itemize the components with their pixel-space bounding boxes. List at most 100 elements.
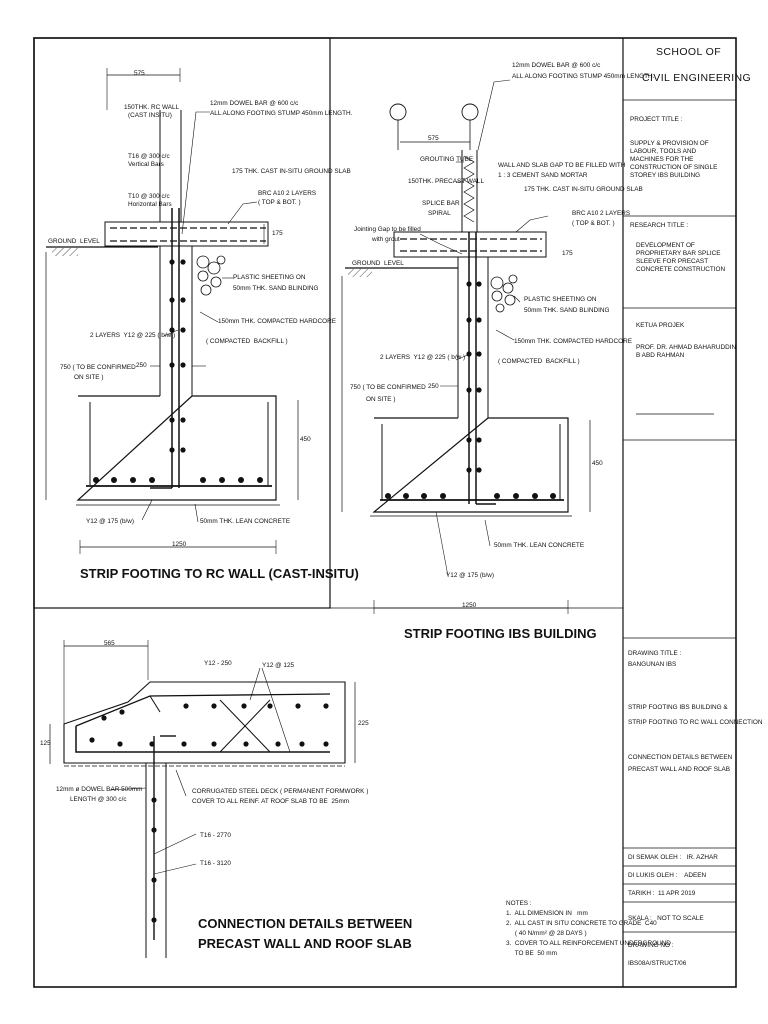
- roof-detail-title: CONNECTION DETAILS BETWEEN: [198, 916, 413, 931]
- research-title-line: PROPRIETARY BAR SPLICE: [636, 250, 721, 257]
- ibs-dim-250: 250: [428, 383, 439, 390]
- ibs-backfill-label: ( COMPACTED BACKFILL ): [498, 358, 580, 365]
- tarikh: TARIKH : 11 APR 2019: [628, 890, 696, 897]
- ibs-layers-label: 2 LAYERS Y12 @ 225 ( b/w ): [380, 354, 466, 361]
- ibs-detail-title: STRIP FOOTING IBS BUILDING: [404, 626, 597, 641]
- ibs-slab-label: 175 THK. CAST IN-SITU GROUND SLAB: [524, 186, 643, 193]
- ibs-splice-label: SPIRAL: [428, 210, 451, 217]
- drawing-no-label: DRAWING NO :: [628, 942, 674, 949]
- roof-dowel-label: 12mm ø DOWEL BAR 500mm: [56, 786, 143, 793]
- ibs-jointing-label: with grout: [372, 236, 400, 243]
- rc-dim-175: 175: [272, 230, 283, 237]
- ibs-plastic-label: PLASTIC SHEETING ON: [524, 296, 597, 303]
- disemak-oleh: DI SEMAK OLEH : IR. AZHAR: [628, 854, 718, 861]
- rc-detail-title: STRIP FOOTING TO RC WALL (CAST-INSITU): [80, 566, 359, 581]
- ibs-ground-level: GROUND LEVEL: [352, 260, 404, 267]
- research-title-line: CONCRETE CONSTRUCTION: [636, 266, 726, 273]
- notes-line: 2. ALL CAST IN SITU CONCRETE TO GRADE C4…: [506, 920, 657, 927]
- roof-y12-125: Y12 @ 125: [262, 662, 295, 669]
- rc-dowel-label: 12mm DOWEL BAR @ 600 c/c: [210, 100, 299, 107]
- rc-dim-250: 250: [136, 362, 147, 369]
- research-title-line: DEVELOPMENT OF: [636, 242, 695, 249]
- drawing-title-line: PRECAST WALL AND ROOF SLAB: [628, 766, 731, 773]
- roof-dim-225: 225: [358, 720, 369, 727]
- drawing-title-label: DRAWING TITLE :: [628, 650, 682, 657]
- roof-detail-title: PRECAST WALL AND ROOF SLAB: [198, 936, 412, 951]
- ibs-depth-label: ON SITE ): [366, 396, 396, 403]
- rc-dim-450: 450: [300, 436, 311, 443]
- ibs-dowel-label: 12mm DOWEL BAR @ 600 c/c: [512, 62, 601, 69]
- rc-t16-label: Vertical Bars: [128, 161, 164, 168]
- ibs-gap-label: 1 : 3 CEMENT SAND MORTAR: [498, 172, 588, 179]
- rc-backfill-label: ( COMPACTED BACKFILL ): [206, 338, 288, 345]
- ibs-dim-575: 575: [428, 135, 439, 142]
- ketua-line: PROF. DR. AHMAD BAHARUDDIN: [636, 344, 737, 351]
- project-title-line: CONSTRUCTION OF SINGLE: [630, 164, 718, 171]
- roof-slab-drawing: [49, 640, 356, 958]
- ibs-dowel-label: ALL ALONG FOOTING STUMP 450mm LENGTH.: [512, 73, 655, 80]
- ibs-grouting-label: GROUTING TUBE: [420, 156, 474, 163]
- rc-rebar-dots: [93, 259, 263, 483]
- title-block-grid: [623, 99, 736, 933]
- school-line-2: CIVIL ENGINEERING: [642, 72, 752, 84]
- rc-depth-label: 750 ( TO BE CONFIRMED: [60, 364, 136, 371]
- ibs-precast-label: 150THK. PRECAST WALL: [408, 178, 485, 185]
- drawing-title-line: STRIP FOOTING IBS BUILDING &: [628, 704, 728, 711]
- school-line-1: SCHOOL OF: [656, 46, 722, 58]
- notes-line: ( 40 N/mm² @ 28 DAYS ): [506, 930, 587, 937]
- rc-plastic-label: 50mm THK. SAND BLINDING: [233, 285, 319, 292]
- roof-rebar-dots: [89, 703, 329, 923]
- drawing-title-line: BANGUNAN IBS: [628, 661, 677, 668]
- project-title-line: SUPPLY & PROVISION OF: [630, 140, 709, 147]
- rc-dim-1250: 1250: [172, 541, 187, 548]
- notes-line: TO BE 50 mm: [506, 950, 557, 957]
- roof-y12-250: Y12 - 250: [204, 660, 232, 667]
- ibs-rebar-dots: [385, 281, 556, 499]
- roof-dim-125: 125: [40, 740, 51, 747]
- rc-t16-label: T16 @ 300 c/c: [128, 153, 170, 160]
- ibs-gap-label: WALL AND SLAB GAP TO BE FILLED WITH: [498, 162, 626, 169]
- ibs-dim-1250: 1250: [462, 602, 477, 609]
- notes-line: NOTES :: [506, 900, 532, 907]
- notes-line: 1. ALL DIMENSION IN mm: [506, 910, 588, 917]
- ibs-dim-175: 175: [562, 250, 573, 257]
- ibs-lean-label: 50mm THK. LEAN CONCRETE: [494, 542, 585, 549]
- ibs-hardcore-label: 150mm THK. COMPACTED HARDCORE: [514, 338, 633, 345]
- dilukis-oleh: DI LUKIS OLEH : ADEEN: [628, 872, 707, 879]
- drawing-title-line: CONNECTION DETAILS BETWEEN: [628, 754, 733, 761]
- ibs-splice-label: SPLICE BAR: [422, 200, 460, 207]
- rc-brc-label: BRC A10 2 LAYERS: [258, 190, 317, 197]
- ibs-plastic-label: 50mm THK. SAND BLINDING: [524, 307, 610, 314]
- notes-line: 3. COVER TO ALL REINFORCEMENT UNDERGROUN…: [506, 940, 671, 947]
- research-title-label: RESEARCH TITLE :: [630, 222, 689, 229]
- rc-wall-label: 150THK. RC WALL: [124, 104, 180, 111]
- rc-hardcore-label: 150mm THK. COMPACTED HARDCORE: [218, 318, 337, 325]
- rc-depth-label: ON SITE ): [74, 374, 104, 381]
- skala: SKALA : NOT TO SCALE: [628, 915, 704, 922]
- drawing-no: IBS08A/STRUCT/06: [628, 960, 687, 967]
- ketua-line: B ABD RAHMAN: [636, 352, 685, 359]
- rc-layers-label: 2 LAYERS Y12 @ 225 ( b/w ): [90, 332, 176, 339]
- ketua-label: KETUA PROJEK: [636, 322, 685, 329]
- rc-slab-label: 175 THK. CAST IN-SITU GROUND SLAB: [232, 168, 351, 175]
- roof-dim-565: 565: [104, 640, 115, 647]
- drawing-title-line: STRIP FOOTING TO RC WALL CONNECTION: [628, 719, 763, 726]
- rc-t10-label: T10 @ 300 c/c: [128, 193, 170, 200]
- rc-y12-label: Y12 @ 175 (b/w): [86, 518, 135, 525]
- research-title-line: SLEEVE FOR PRECAST: [636, 258, 709, 265]
- project-title-label: PROJECT TITLE :: [630, 116, 683, 123]
- rc-dim-575: 575: [134, 70, 145, 77]
- roof-t16-a: T16 - 2770: [200, 832, 231, 839]
- rc-wall-label: (CAST INSITU): [128, 112, 172, 119]
- ibs-depth-label: 750 ( TO BE CONFIRMED: [350, 384, 426, 391]
- ibs-jointing-label: Jointing Gap to be filled: [354, 226, 421, 233]
- rc-dowel-label: ALL ALONG FOOTING STUMP 450mm LENGTH.: [210, 110, 353, 117]
- ibs-brc-label: ( TOP & BOT. ): [572, 220, 615, 227]
- ibs-y12-label: Y12 @ 175 (b/w): [446, 572, 495, 579]
- project-title-line: STOREY IBS BUILDING: [630, 172, 701, 179]
- rc-ground-level: GROUND LEVEL: [48, 238, 100, 245]
- roof-t16-b: T16 - 3120: [200, 860, 231, 867]
- rc-footing-drawing: [45, 68, 299, 554]
- project-title-line: LABOUR, TOOLS AND: [630, 148, 697, 155]
